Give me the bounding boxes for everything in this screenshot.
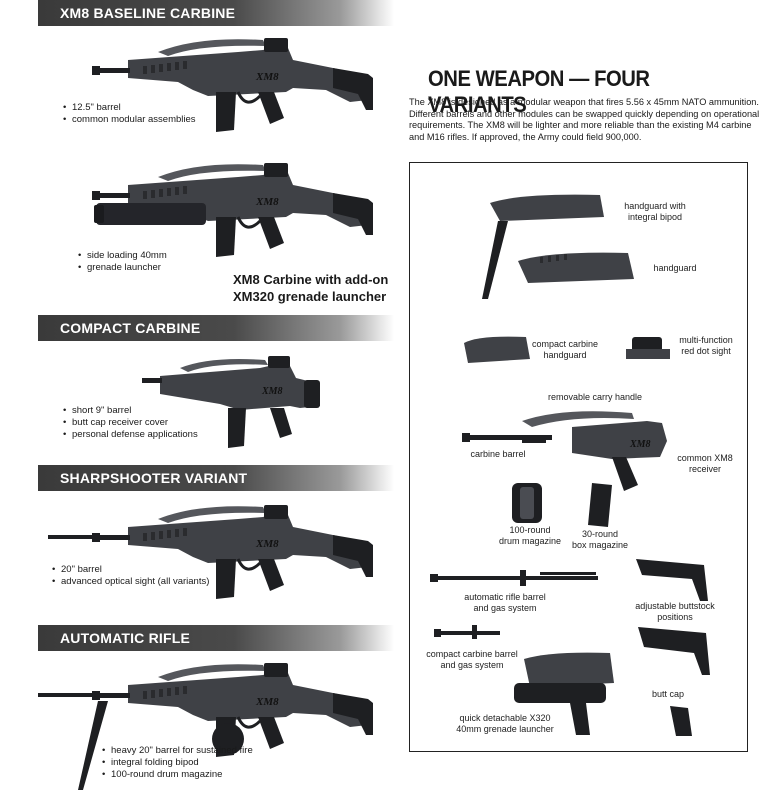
note-item: butt cap receiver cover bbox=[63, 417, 198, 429]
label-handguard: handguard bbox=[653, 263, 697, 273]
x320-launcher-image bbox=[514, 652, 614, 735]
label-line: handguard bbox=[543, 350, 587, 360]
compact-notes: short 9" barrel butt cap receiver cover … bbox=[63, 405, 198, 441]
section-banner-sharpshooter: SHARPSHOOTER VARIANT bbox=[38, 465, 394, 491]
sharpshooter-rifle-image: XM8 bbox=[48, 503, 375, 601]
label-line: integral bipod bbox=[627, 212, 683, 222]
section-title: XM8 BASELINE CARBINE bbox=[60, 5, 236, 21]
note-item: 12.5" barrel bbox=[63, 102, 196, 114]
caption-line: XM320 grenade launcher bbox=[233, 289, 387, 304]
label-compact-barrel: compact carbine barrel and gas system bbox=[412, 649, 532, 671]
modular-parts-panel: handguard with integral bipod handguard … bbox=[409, 162, 748, 752]
caption-line: XM8 Carbine with add-on bbox=[233, 272, 389, 287]
note-item: integral folding bipod bbox=[102, 757, 253, 769]
note-item: personal defense applications bbox=[63, 429, 198, 441]
bipod-leg bbox=[78, 701, 108, 790]
note-item: advanced optical sight (all variants) bbox=[52, 576, 209, 588]
section-banner-baseline: XM8 BASELINE CARBINE bbox=[38, 0, 394, 26]
note-item: grenade launcher bbox=[78, 262, 167, 274]
sharpshooter-notes: 20" barrel advanced optical sight (all v… bbox=[52, 564, 209, 588]
label-line: red dot sight bbox=[681, 346, 731, 356]
note-item: heavy 20" barrel for sustained fire bbox=[102, 745, 253, 757]
handguard-bipod-image bbox=[482, 194, 604, 299]
compact-barrel-image bbox=[434, 625, 500, 639]
red-dot-sight-image bbox=[626, 337, 670, 359]
label-carry-handle: removable carry handle bbox=[547, 392, 643, 402]
label-handguard-bipod: handguard with integral bipod bbox=[610, 201, 700, 223]
grenade-launcher-tube bbox=[96, 203, 206, 225]
label-line: 40mm grenade launcher bbox=[456, 724, 554, 734]
label-x320: quick detachable X320 40mm grenade launc… bbox=[440, 713, 570, 735]
note-item: short 9" barrel bbox=[63, 405, 198, 417]
xm8-marking: XM8 bbox=[255, 538, 279, 550]
label-line: box magazine bbox=[571, 540, 629, 550]
label-line: and gas system bbox=[440, 660, 504, 670]
note-item: side loading 40mm bbox=[78, 250, 167, 262]
drum-magazine-image bbox=[512, 483, 542, 523]
note-item: 100-round drum magazine bbox=[102, 769, 253, 781]
label-line: compact carbine bbox=[531, 339, 599, 349]
intro-paragraph: The XM8 is designed as a modular weapon … bbox=[409, 97, 760, 142]
xm8-marking: XM8 bbox=[255, 71, 279, 83]
baseline-notes: 12.5" barrel common modular assemblies bbox=[63, 102, 196, 126]
handguard-image bbox=[518, 252, 634, 283]
label-line: receiver bbox=[688, 464, 721, 474]
label-line: 100-round bbox=[509, 525, 551, 535]
label-carbine-barrel: carbine barrel bbox=[470, 449, 526, 459]
note-item: common modular assemblies bbox=[63, 114, 196, 126]
note-item: 20" barrel bbox=[52, 564, 209, 576]
xm8-marking: XM8 bbox=[255, 696, 279, 708]
page-headline: ONE WEAPON — FOUR VARIANTS bbox=[428, 66, 650, 117]
label-line: multi-function bbox=[679, 335, 733, 345]
section-title: SHARPSHOOTER VARIANT bbox=[60, 470, 248, 486]
section-banner-compact: COMPACT CARBINE bbox=[38, 315, 394, 341]
grenade-caption: XM8 Carbine with add-on XM320 grenade la… bbox=[233, 271, 388, 305]
label-line: compact carbine barrel bbox=[426, 649, 518, 659]
common-receiver-image: XM8 bbox=[462, 411, 667, 491]
xm8-marking: XM8 bbox=[629, 439, 651, 450]
auto-notes: heavy 20" barrel for sustained fire inte… bbox=[102, 745, 253, 781]
label-line: and gas system bbox=[473, 603, 537, 613]
label-line: adjustable buttstock bbox=[635, 601, 715, 611]
label-line: drum magazine bbox=[498, 536, 562, 546]
label-butt-cap: butt cap bbox=[651, 689, 685, 699]
label-receiver: common XM8 receiver bbox=[670, 453, 740, 475]
xm8-marking: XM8 bbox=[261, 386, 283, 397]
label-line: quick detachable X320 bbox=[459, 713, 551, 723]
xm8-grenade-launcher-image: XM8 bbox=[90, 161, 375, 259]
butt-cap-image bbox=[670, 706, 692, 736]
label-compact-handguard: compact carbine handguard bbox=[525, 339, 605, 361]
label-line: 30-round bbox=[581, 529, 619, 539]
section-title: AUTOMATIC RIFLE bbox=[60, 630, 191, 646]
label-buttstock: adjustable buttstock positions bbox=[620, 601, 730, 623]
label-rifle-barrel: automatic rifle barrel and gas system bbox=[450, 592, 560, 614]
buttstock-extended-image bbox=[638, 627, 710, 675]
label-red-dot: multi-function red dot sight bbox=[670, 335, 742, 357]
section-banner-auto: AUTOMATIC RIFLE bbox=[38, 625, 394, 651]
label-line: common XM8 bbox=[677, 453, 733, 463]
box-magazine-image bbox=[588, 483, 612, 527]
label-line: automatic rifle barrel bbox=[464, 592, 546, 602]
label-line: positions bbox=[657, 612, 693, 622]
label-box-mag: 30-round box magazine bbox=[560, 529, 640, 551]
rifle-barrel-image bbox=[430, 570, 598, 586]
section-title: COMPACT CARBINE bbox=[60, 320, 201, 336]
xm8-baseline-carbine-image: XM8 bbox=[90, 36, 375, 134]
xm8-marking: XM8 bbox=[255, 196, 279, 208]
label-line: handguard with bbox=[624, 201, 686, 211]
compact-handguard-image bbox=[464, 336, 530, 363]
buttstock-image bbox=[636, 559, 708, 601]
label-drum-mag: 100-round drum magazine bbox=[485, 525, 575, 547]
compact-carbine-image: XM8 bbox=[142, 356, 320, 448]
grenade-notes: side loading 40mm grenade launcher bbox=[78, 250, 167, 274]
